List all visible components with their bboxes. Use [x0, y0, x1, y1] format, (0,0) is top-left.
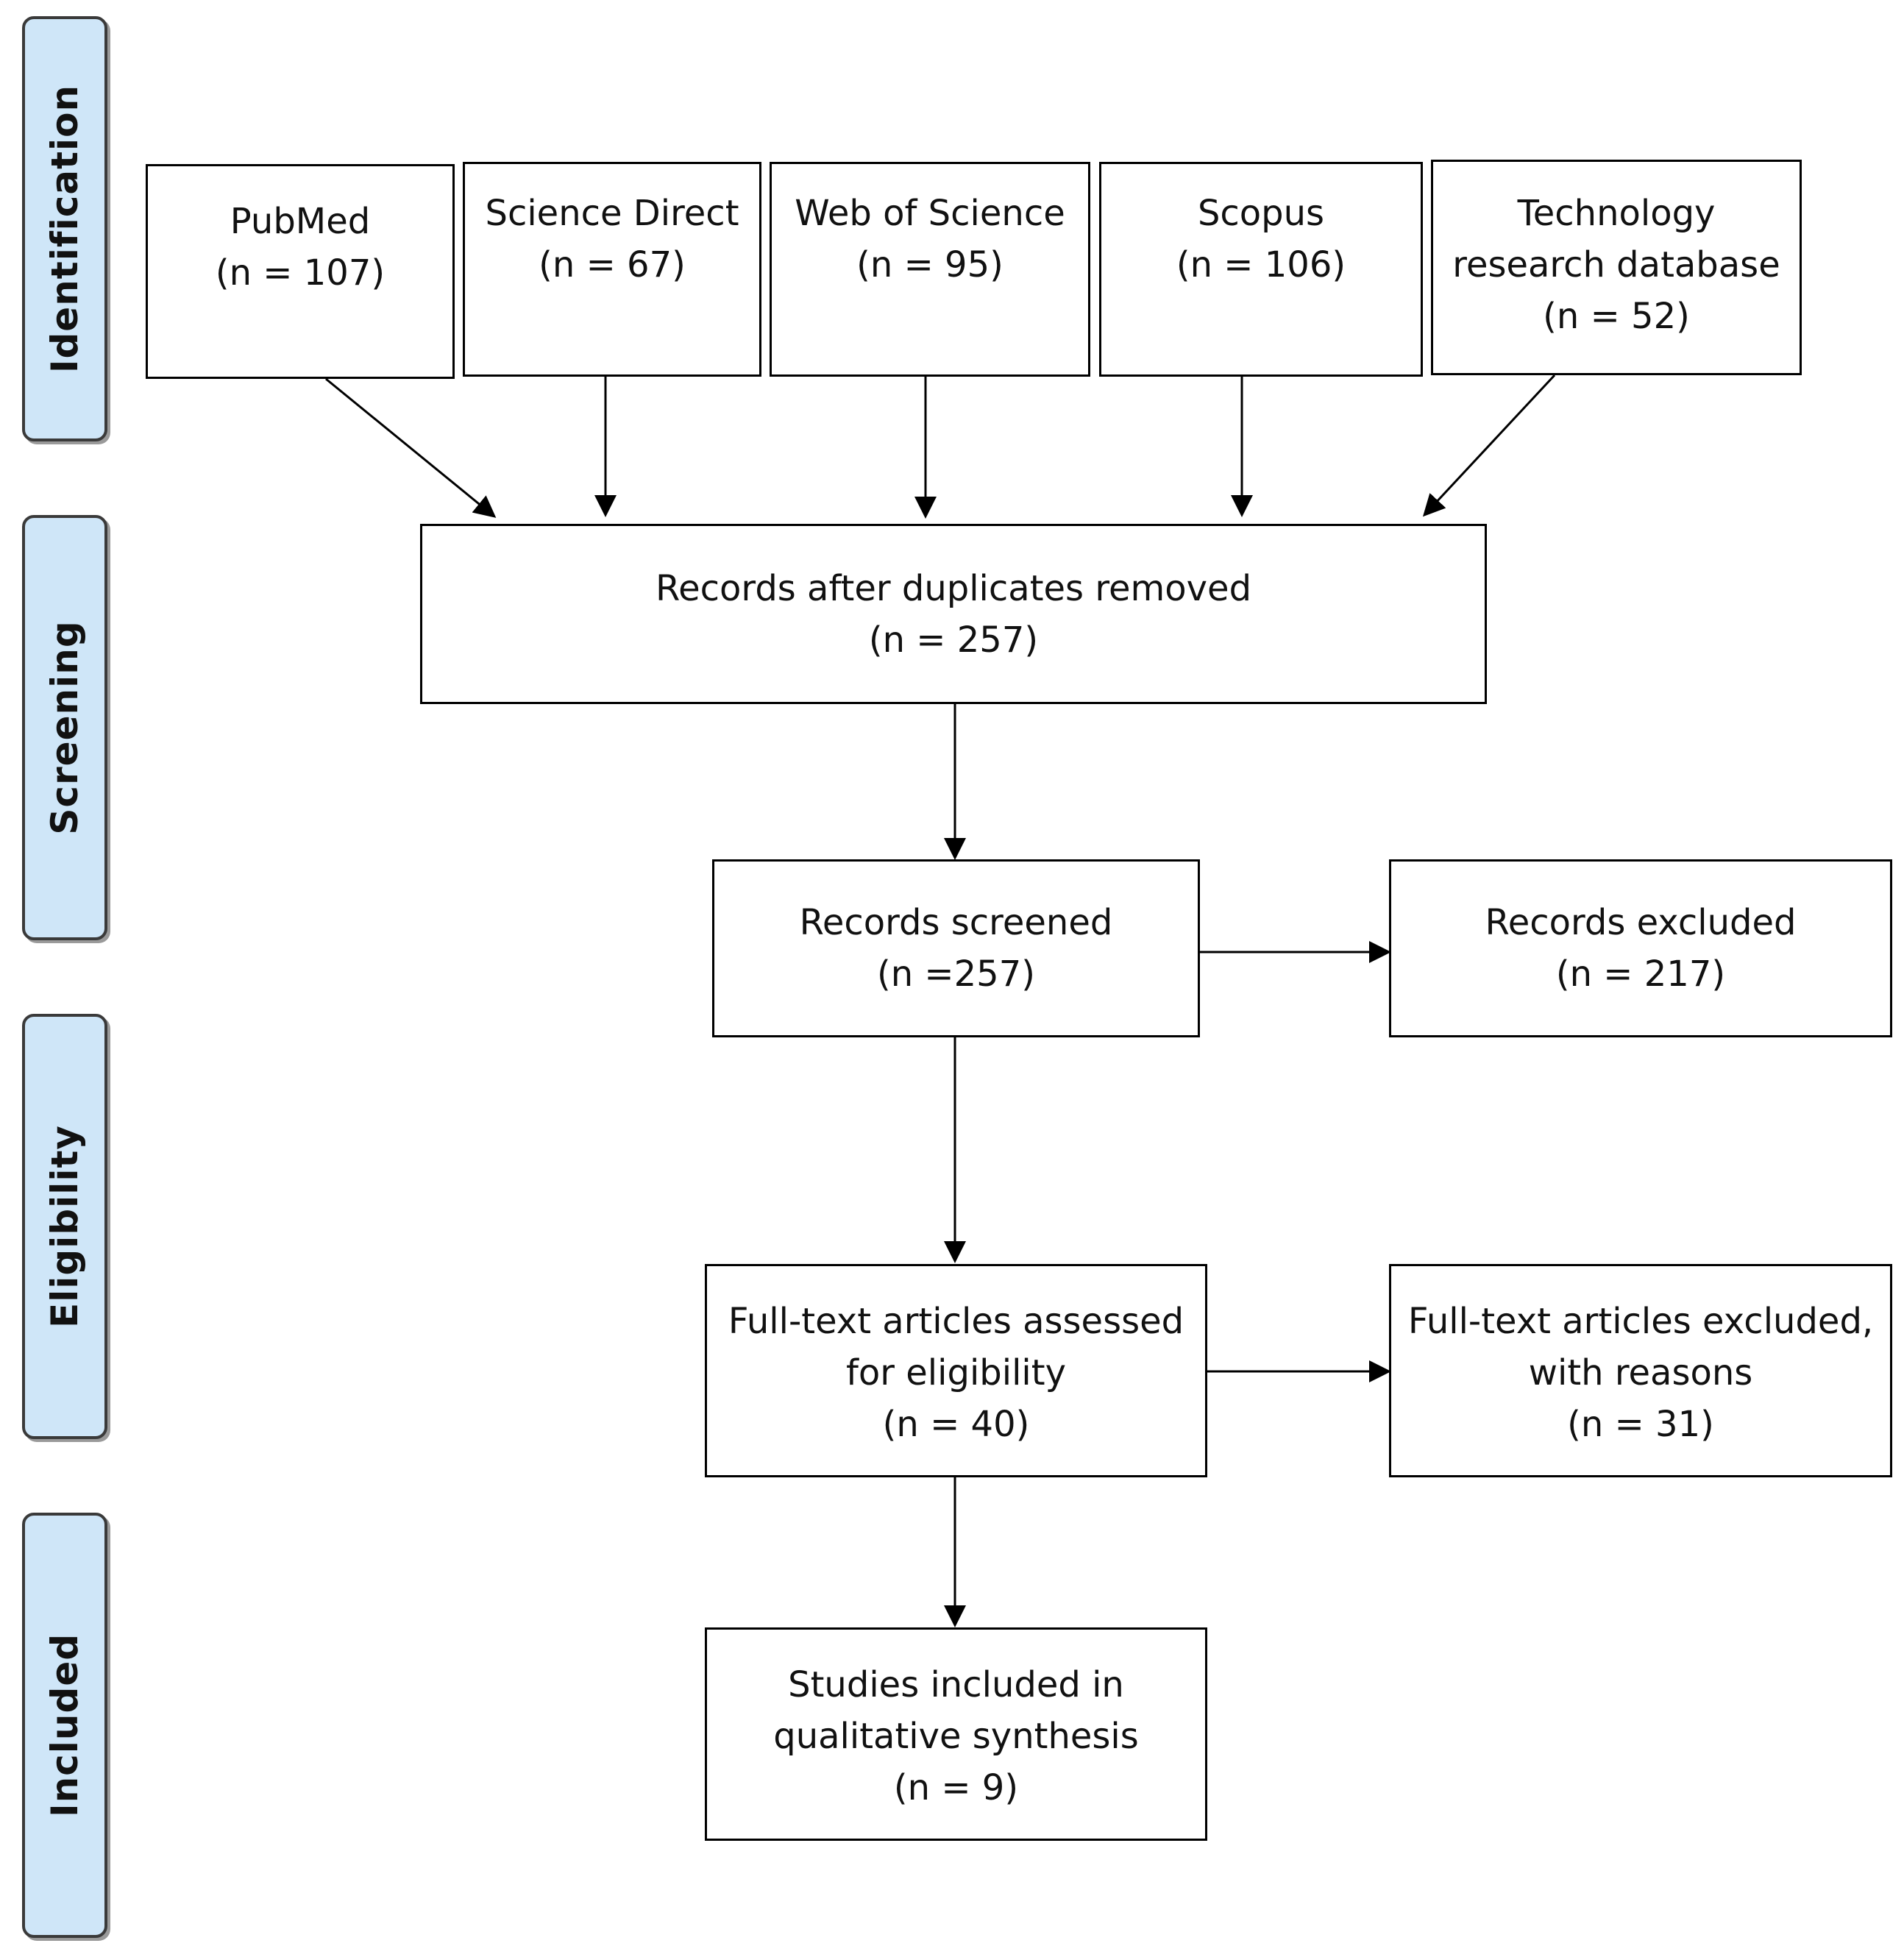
phase-eligibility: Eligibility	[22, 1014, 107, 1439]
studies-included-label-line1: Studies included in	[788, 1664, 1124, 1705]
source-science-direct-count: (n = 67)	[539, 244, 686, 285]
source-technology-research-database: Technology research database (n = 52)	[1431, 160, 1802, 375]
source-science-direct: Science Direct (n = 67)	[463, 162, 761, 377]
source-web-of-science-count: (n = 95)	[856, 244, 1003, 285]
fulltext-excluded-box: Full-text articles excluded, with reason…	[1389, 1264, 1892, 1477]
records-after-duplicates-box: Records after duplicates removed (n = 25…	[420, 524, 1487, 704]
records-screened-label: Records screened	[799, 902, 1113, 943]
source-pubmed-name: PubMed	[230, 201, 371, 242]
studies-included-count: (n = 9)	[893, 1767, 1019, 1808]
arrow-techdb-to-dedup	[1422, 374, 1556, 517]
records-excluded-count: (n = 217)	[1555, 954, 1726, 995]
phase-identification: Identification	[22, 16, 107, 441]
phase-screening: Screening	[22, 515, 107, 940]
source-pubmed-count: (n = 107)	[215, 252, 386, 294]
source-scopus-name: Scopus	[1197, 193, 1325, 234]
fulltext-assessed-label-line1: Full-text articles assessed	[728, 1301, 1184, 1342]
records-screened-box: Records screened (n =257)	[712, 859, 1200, 1037]
studies-included-box: Studies included in qualitative synthesi…	[705, 1627, 1207, 1841]
source-web-of-science-name: Web of Science	[795, 193, 1065, 234]
records-screened-count: (n =257)	[877, 954, 1035, 995]
fulltext-excluded-label-line1: Full-text articles excluded,	[1407, 1301, 1874, 1342]
records-after-duplicates-count: (n = 257)	[868, 619, 1039, 661]
source-techdb-name-line1: Technology	[1517, 193, 1716, 234]
phase-included: Included	[22, 1513, 107, 1938]
fulltext-assessed-count: (n = 40)	[882, 1404, 1030, 1445]
source-science-direct-name: Science Direct	[485, 193, 739, 234]
source-pubmed: PubMed (n = 107)	[146, 164, 455, 379]
source-scopus-count: (n = 106)	[1176, 244, 1346, 285]
records-excluded-label: Records excluded	[1485, 902, 1797, 943]
records-excluded-box: Records excluded (n = 217)	[1389, 859, 1892, 1037]
studies-included-label-line2: qualitative synthesis	[773, 1716, 1139, 1757]
fulltext-excluded-label-line2: with reasons	[1528, 1352, 1753, 1393]
source-web-of-science: Web of Science (n = 95)	[770, 162, 1090, 377]
fulltext-excluded-count: (n = 31)	[1567, 1404, 1714, 1445]
source-techdb-name-line2: research database	[1452, 244, 1780, 285]
source-scopus: Scopus (n = 106)	[1099, 162, 1423, 377]
source-techdb-count: (n = 52)	[1543, 296, 1690, 337]
records-after-duplicates-label: Records after duplicates removed	[655, 568, 1252, 609]
arrow-pubmed-to-dedup	[325, 377, 497, 518]
fulltext-assessed-label-line2: for eligibility	[846, 1352, 1066, 1393]
fulltext-assessed-box: Full-text articles assessed for eligibil…	[705, 1264, 1207, 1477]
